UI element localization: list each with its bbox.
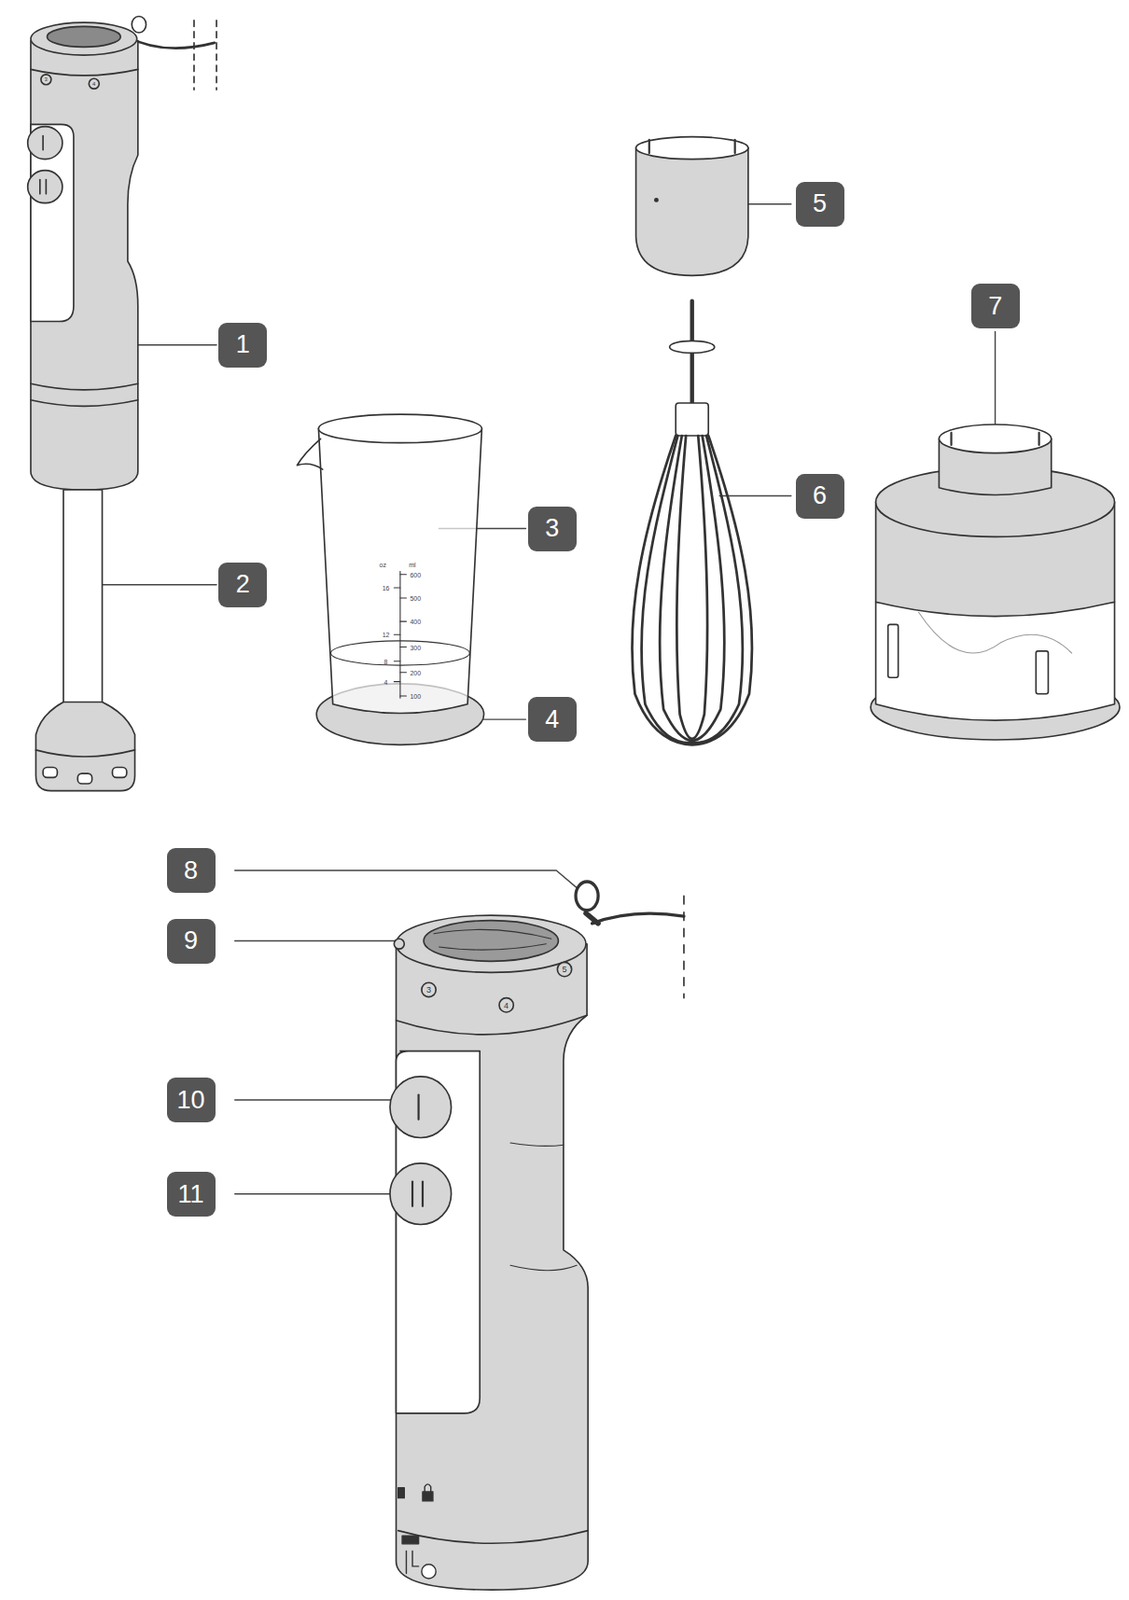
whisk-adapter (636, 137, 749, 277)
dial-mark: 3 (44, 76, 48, 83)
callout-number: 3 (528, 506, 577, 552)
blender-overview (27, 16, 217, 792)
scale-mark: 12 (382, 631, 391, 639)
scale-mark: 100 (409, 693, 421, 700)
callout-number: 5 (795, 181, 845, 227)
scale-mark: 16 (382, 585, 391, 592)
dial-mark: 3 (426, 986, 432, 995)
motor-unit-closeup (390, 881, 684, 1590)
callout-number: 7 (971, 283, 1020, 329)
whisk (631, 301, 753, 746)
callout-number: 10 (167, 1077, 216, 1123)
dial-mark: 4 (92, 81, 96, 87)
scale-mark: 500 (409, 595, 421, 602)
scale-mark: ml (408, 561, 416, 569)
scale-mark: 300 (409, 643, 421, 651)
callout-number: 8 (167, 848, 216, 893)
scale-mark: 8 (384, 657, 389, 665)
scale-mark: 400 (409, 618, 421, 626)
scale-mark: 4 (384, 678, 389, 685)
scale-mark: oz (379, 561, 387, 569)
callout-number: 9 (167, 919, 216, 964)
callout-number: 6 (795, 473, 845, 519)
dial-mark: 5 (561, 965, 567, 975)
callout-number: 11 (167, 1171, 216, 1217)
dial-mark: 4 (503, 1001, 509, 1010)
measuring-cup (296, 414, 484, 745)
lock-icons (398, 1484, 436, 1579)
callout-number: 1 (218, 322, 267, 368)
scale-mark: 200 (409, 669, 421, 676)
scale-mark: 600 (409, 571, 421, 578)
chopper-bowl (870, 424, 1120, 740)
callout-number: 4 (528, 696, 577, 742)
callout-number: 2 (218, 562, 267, 608)
